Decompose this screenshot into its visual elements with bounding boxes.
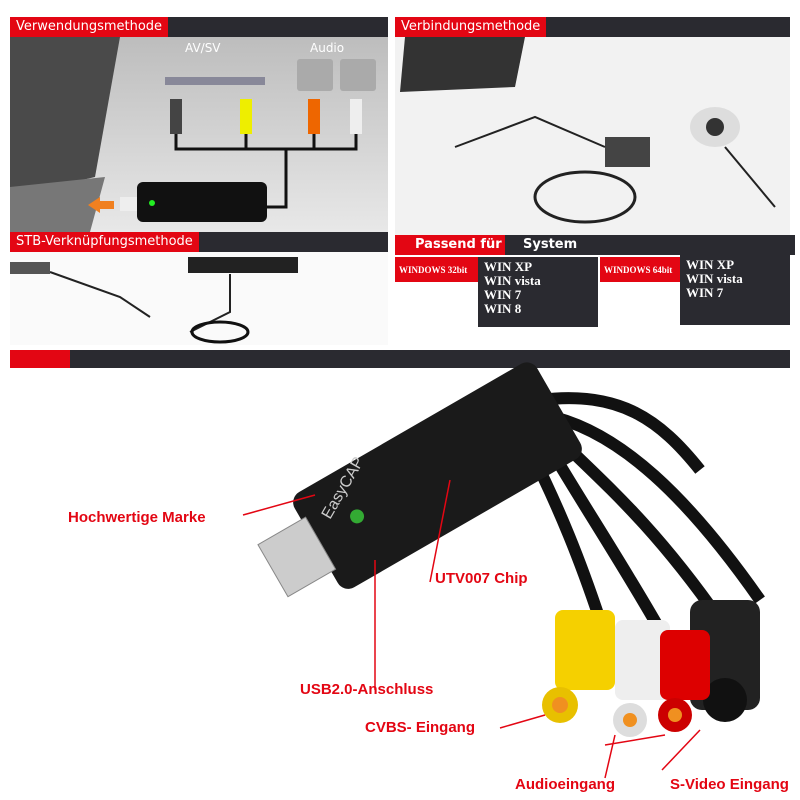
win32-label: WINDOWS 32bit: [395, 257, 478, 282]
product-illustration: EasyCAP: [242, 362, 765, 779]
connection-panel: [395, 37, 790, 235]
win64-item: WIN XP: [686, 257, 735, 272]
callout-brand: Hochwertige Marke: [68, 509, 206, 526]
win32-item: WIN 7: [484, 287, 522, 302]
usage-illustration: [10, 37, 376, 232]
usage-title: Verwendungsmethode: [10, 17, 169, 37]
stb-panel: [10, 252, 388, 345]
stb-header: STB-Verknüpfungsmethode: [10, 232, 388, 252]
callout-audio: Audioeingang: [515, 776, 615, 793]
win64-item: WIN 7: [686, 285, 724, 300]
callout-chip: UTV007 Chip: [435, 570, 528, 587]
system-header-left: Passend für: [395, 235, 505, 255]
win64-list: WIN XP WIN vista WIN 7: [680, 255, 790, 325]
win32-list: WIN XP WIN vista WIN 7 WIN 8: [478, 257, 598, 327]
callout-svideo: S-Video Eingang: [670, 776, 789, 793]
system-header-right: System: [523, 237, 578, 252]
usage-header: Verwendungsmethode: [10, 17, 388, 37]
system-table: Passend für System WINDOWS 32bit WIN XP …: [395, 235, 795, 330]
av-sv-label: AV/SV: [185, 41, 221, 55]
callout-cvbs: CVBS- Eingang: [365, 719, 476, 736]
callout-usb: USB2.0-Anschluss: [300, 681, 434, 698]
win32-item: WIN 8: [484, 301, 522, 316]
win64-label: WINDOWS 64bit: [600, 257, 680, 282]
divider-bar: [10, 350, 790, 368]
stb-illustration: [10, 257, 298, 344]
connection-illustration: [400, 37, 776, 224]
connection-header: Verbindungsmethode: [395, 17, 790, 37]
win32-item: WIN XP: [484, 259, 533, 274]
win64-item: WIN vista: [686, 271, 743, 286]
audio-label: Audio: [310, 41, 345, 55]
usage-panel: AV/SV Audio: [10, 37, 388, 232]
connection-title: Verbindungsmethode: [395, 17, 547, 37]
win32-item: WIN vista: [484, 273, 541, 288]
stb-title: STB-Verknüpfungsmethode: [10, 232, 199, 252]
